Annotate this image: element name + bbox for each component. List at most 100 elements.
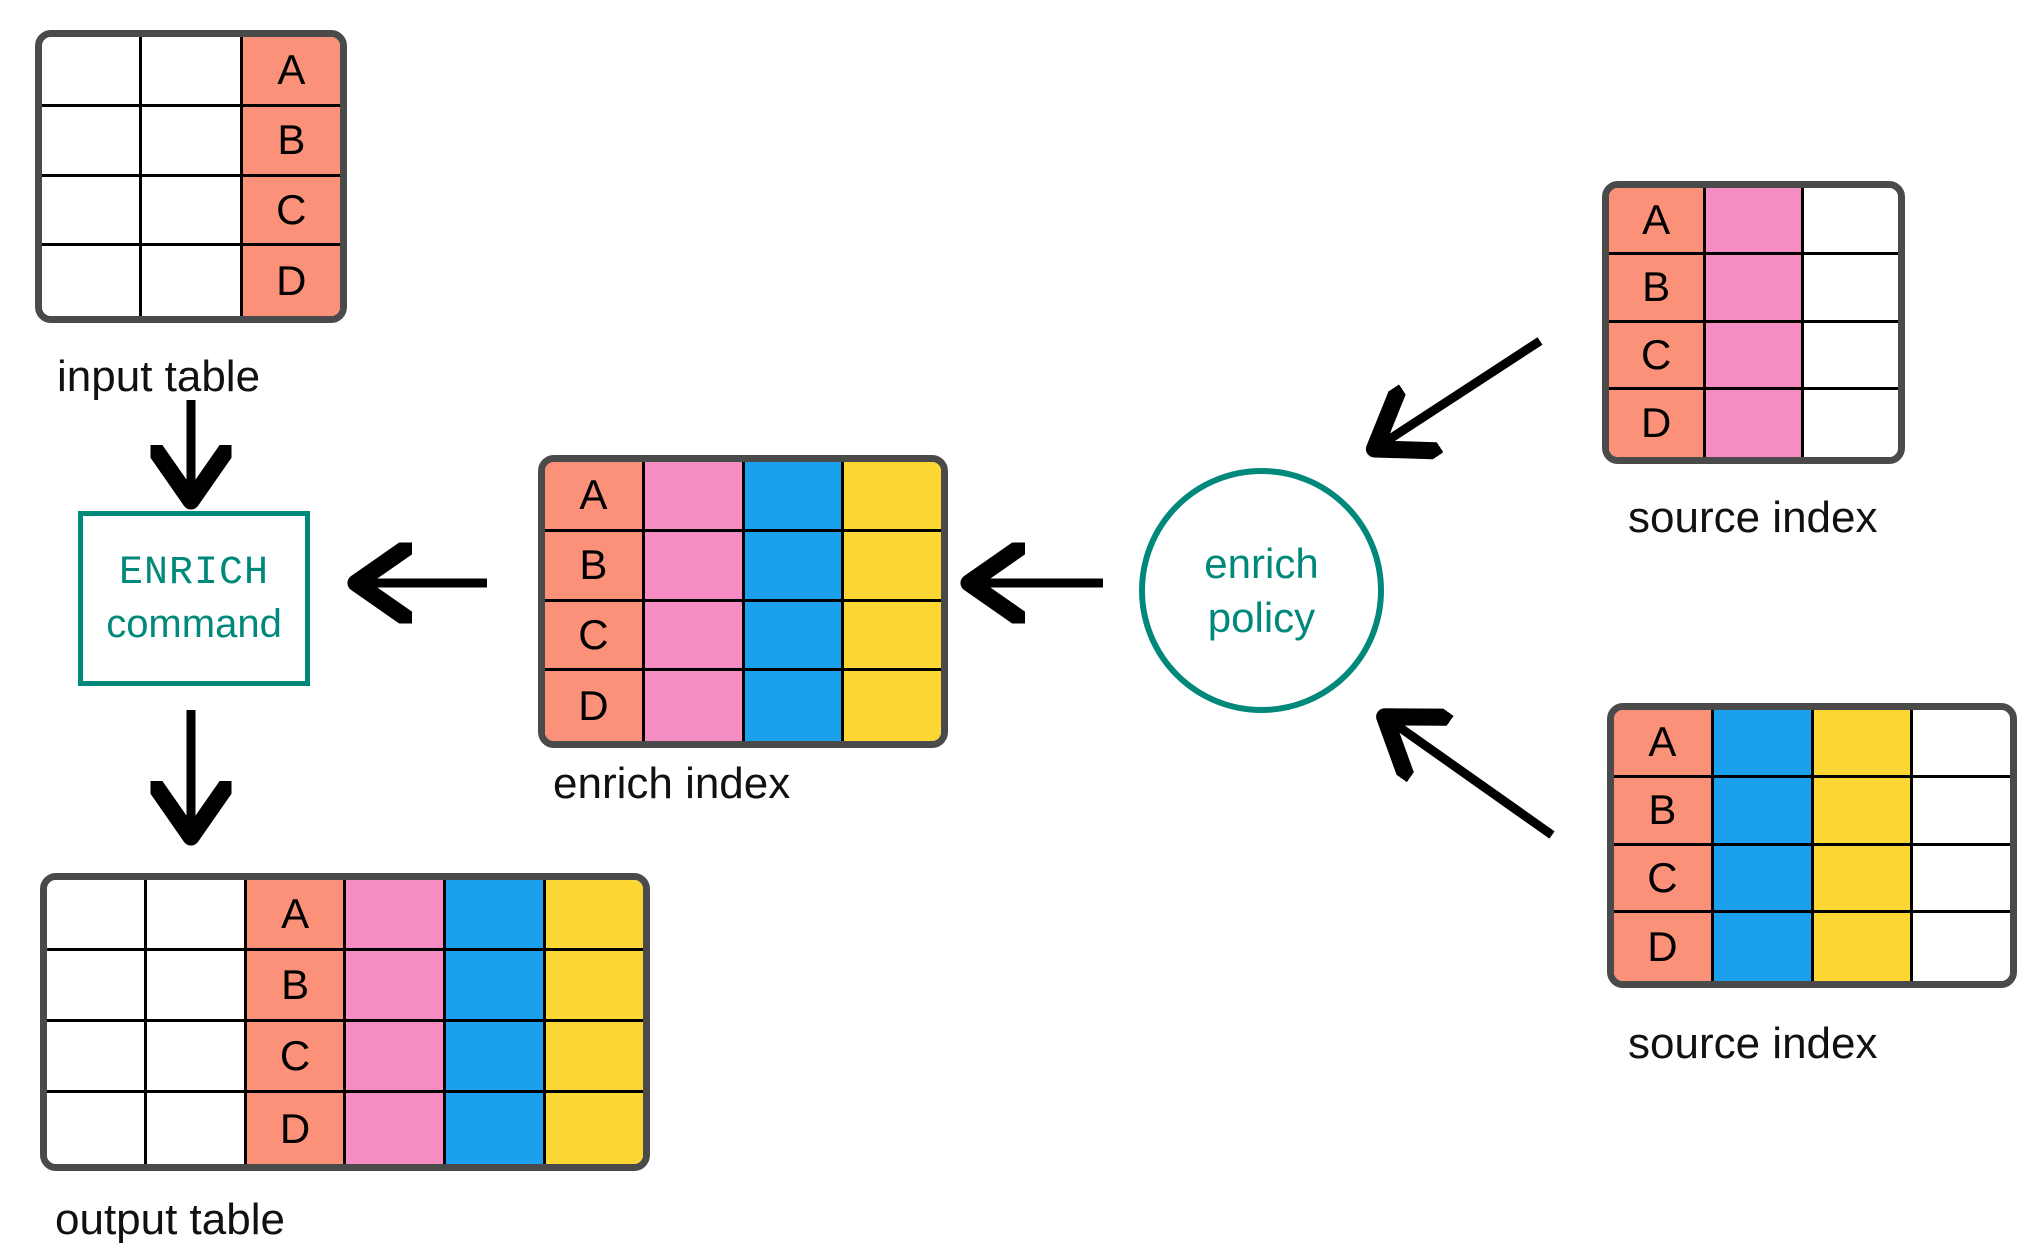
table-key-cell: C	[545, 601, 645, 672]
table-cell	[1713, 845, 1814, 914]
table-row: B	[1614, 777, 2010, 846]
table-cell	[346, 1022, 447, 1093]
table-cell	[146, 1093, 247, 1164]
table-cell	[744, 671, 845, 741]
table-row: A	[545, 462, 941, 532]
table-cell	[546, 880, 643, 951]
table-cell	[1803, 322, 1898, 390]
table-key-cell: D	[1614, 913, 1714, 981]
table-cell	[1913, 845, 2010, 914]
table-cell	[42, 106, 143, 177]
enrich-command-label: command	[106, 601, 282, 646]
table-row: B	[47, 951, 643, 1022]
table-key-cell: D	[545, 671, 645, 741]
output-table-caption: output table	[55, 1195, 285, 1244]
table-key-cell: B	[242, 106, 340, 177]
enrich-index-caption: enrich index	[553, 759, 791, 808]
table-cell	[1706, 322, 1804, 390]
table-cell	[644, 601, 745, 672]
table-cell	[1706, 188, 1804, 256]
table-cell	[644, 671, 745, 741]
table-key-cell: B	[545, 531, 645, 602]
table-key-cell: D	[1609, 389, 1707, 457]
table-row: C	[42, 176, 340, 247]
table-row: D	[47, 1093, 643, 1164]
table-cell	[546, 1093, 643, 1164]
table-cell	[446, 880, 547, 951]
table-row: B	[1609, 255, 1898, 323]
enrich-policy-circle[interactable]: enrich policy	[1139, 468, 1384, 713]
table-row: A	[1614, 710, 2010, 778]
table-row: D	[545, 671, 941, 741]
table-cell	[142, 37, 243, 107]
table-key-cell: A	[1609, 188, 1707, 256]
table-cell	[446, 951, 547, 1022]
arrow-source-top-to-policy	[1382, 337, 1543, 444]
table-cell	[142, 246, 243, 316]
table-cell	[47, 880, 147, 951]
table-cell	[744, 531, 845, 602]
table-cell	[744, 601, 845, 672]
table-key-cell: D	[246, 1093, 347, 1164]
table-key-cell: A	[242, 37, 340, 107]
table-cell	[142, 106, 243, 177]
table-key-cell: C	[242, 176, 340, 247]
source-index-bottom-caption: source index	[1628, 1019, 1878, 1068]
table-cell	[1713, 913, 1814, 981]
table-key-cell: B	[1614, 777, 1714, 846]
table-cell	[546, 951, 643, 1022]
table-key-cell: A	[246, 880, 347, 951]
table-cell	[146, 951, 247, 1022]
table-cell	[47, 1022, 147, 1093]
input-table-caption: input table	[57, 352, 261, 401]
arrow-source-bottom-to-policy	[1392, 722, 1555, 839]
table-cell	[1913, 710, 2010, 778]
table-cell	[1706, 255, 1804, 323]
table-key-cell: C	[1614, 845, 1714, 914]
table-cell	[1803, 188, 1898, 256]
table-cell	[644, 531, 745, 602]
table-cell	[844, 601, 941, 672]
table-cell	[1813, 777, 1914, 846]
table-key-cell: B	[1609, 255, 1707, 323]
table-cell	[1706, 389, 1804, 457]
table-cell	[47, 1093, 147, 1164]
table-row: A	[47, 880, 643, 951]
table-cell	[546, 1022, 643, 1093]
table-row: D	[1614, 913, 2010, 981]
table-cell	[47, 951, 147, 1022]
table-key-cell: C	[246, 1022, 347, 1093]
table-key-cell: B	[246, 951, 347, 1022]
table-cell	[42, 176, 143, 247]
table-cell	[844, 462, 941, 532]
table-cell	[744, 462, 845, 532]
table-cell	[844, 671, 941, 741]
table-cell	[146, 880, 247, 951]
table-cell	[1713, 710, 1814, 778]
table-row: D	[1609, 389, 1898, 457]
table-cell	[142, 176, 243, 247]
table-cell	[1913, 777, 2010, 846]
enrich-command-box[interactable]: ENRICH command	[78, 511, 310, 686]
table-cell	[1713, 777, 1814, 846]
table-cell	[644, 462, 745, 532]
table-cell	[1813, 710, 1914, 778]
table-row: B	[545, 531, 941, 602]
table-cell	[42, 37, 143, 107]
table-cell	[1913, 913, 2010, 981]
source-index-top-caption: source index	[1628, 493, 1878, 542]
table-key-cell: A	[545, 462, 645, 532]
enrich-command-keyword: ENRICH	[118, 550, 270, 596]
table-key-cell: D	[242, 246, 340, 316]
enrich-policy-line1: enrich	[1204, 539, 1319, 587]
table-row: D	[42, 246, 340, 316]
table-cell	[1803, 389, 1898, 457]
table-key-cell: A	[1614, 710, 1714, 778]
table-cell	[1803, 255, 1898, 323]
table-row: C	[47, 1022, 643, 1093]
table-row: B	[42, 106, 340, 177]
